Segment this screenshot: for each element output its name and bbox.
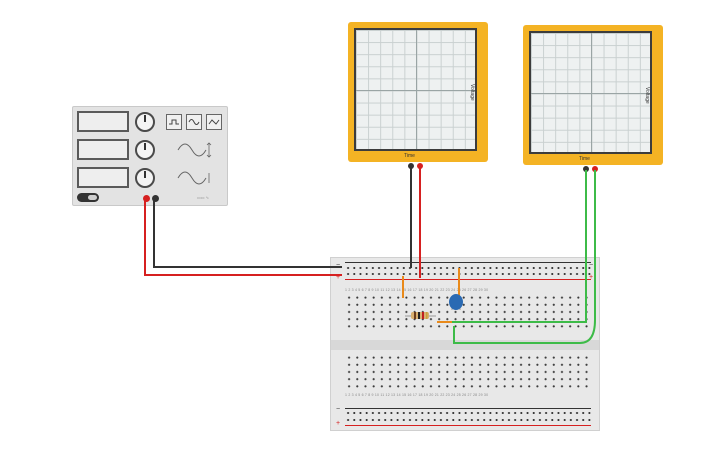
power-switch[interactable] — [77, 193, 99, 202]
scope-2-time-label: Time — [579, 156, 590, 162]
resistor-band-4 — [426, 312, 428, 319]
frequency-knob[interactable] — [135, 112, 155, 132]
function-generator[interactable]: ▭▭ ∿ — [72, 106, 228, 206]
top-plus-sign-right: + — [589, 274, 594, 281]
bottom-rail-holes-positive[interactable] — [345, 418, 591, 422]
frequency-display — [77, 111, 129, 132]
top-negative-rail-line — [345, 262, 591, 263]
column-numbers-top: 1 2 3 4 5 6 7 8 9 10 11 12 13 14 15 16 1… — [345, 288, 489, 292]
offset-display — [77, 167, 129, 188]
wire-green-scope2-a[interactable] — [452, 170, 587, 323]
lower-terminal-strip[interactable] — [345, 354, 591, 390]
offset-knob[interactable] — [135, 168, 155, 188]
bottom-minus-sign: − — [336, 406, 341, 413]
top-rail-holes-positive[interactable] — [345, 272, 591, 276]
bottom-negative-rail-line — [345, 408, 591, 409]
column-numbers-bottom: 1 2 3 4 5 6 7 8 9 10 11 12 13 14 15 16 1… — [345, 393, 489, 397]
resistor-band-1 — [414, 312, 416, 319]
positive-terminal[interactable] — [143, 195, 150, 202]
amplitude-knob[interactable] — [135, 140, 155, 160]
center-channel — [331, 340, 599, 350]
scope-2-ground-terminal[interactable] — [583, 166, 589, 172]
negative-terminal[interactable] — [152, 195, 159, 202]
top-minus-sign: − — [336, 262, 341, 269]
oscilloscope-2[interactable]: Time Voltage — [523, 25, 663, 172]
wire-green-scope2-b[interactable] — [453, 170, 596, 344]
square-wave-icon[interactable] — [166, 114, 182, 130]
bottom-rail-holes-negative[interactable] — [345, 411, 591, 415]
upper-terminal-strip[interactable] — [345, 294, 591, 330]
top-positive-rail-line — [345, 279, 591, 280]
resistor-band-3 — [422, 312, 424, 319]
brand-mark: ▭▭ ∿ — [197, 195, 210, 200]
sine-wave-icon[interactable] — [186, 114, 202, 130]
scope-2-probe-terminal[interactable] — [592, 166, 598, 172]
scope-1-time-label: Time — [404, 153, 415, 159]
triangle-wave-icon[interactable] — [206, 114, 222, 130]
capacitor[interactable] — [449, 294, 463, 310]
scope-2-screen — [529, 31, 652, 154]
bottom-plus-sign: + — [336, 420, 341, 427]
resistor-band-2 — [418, 312, 420, 319]
top-rail-holes-negative[interactable] — [345, 266, 591, 270]
bottom-positive-rail-line — [345, 425, 591, 426]
scope-1-screen — [354, 28, 477, 151]
top-minus-sign-right: − — [589, 262, 594, 269]
oscilloscope-1[interactable]: Time Voltage — [348, 22, 488, 169]
amplitude-display — [77, 139, 129, 160]
wire-red-fgen-to-rail[interactable] — [144, 200, 342, 276]
wire-black-fgen-to-rail[interactable] — [153, 200, 342, 268]
top-plus-sign: + — [336, 274, 341, 281]
